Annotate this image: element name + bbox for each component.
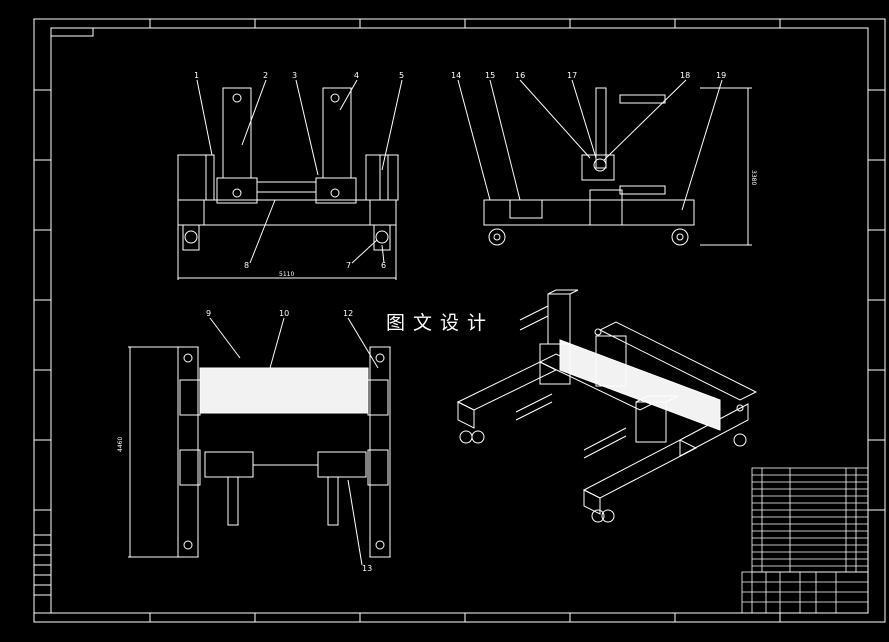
callout-18: 18 [680, 71, 690, 80]
callout-6: 6 [381, 261, 386, 270]
front-view [177, 79, 403, 280]
title-block [741, 467, 869, 614]
front-view-callouts: 1 2 3 4 5 8 7 6 5110 [194, 71, 404, 278]
side-view [457, 79, 752, 246]
side-view-callouts: 14 15 16 17 18 19 3380 [451, 71, 757, 185]
callout-7: 7 [346, 261, 351, 270]
callout-8: 8 [244, 261, 249, 270]
callout-12: 12 [343, 309, 353, 318]
callout-16: 16 [515, 71, 525, 80]
callout-5: 5 [399, 71, 404, 80]
callout-19: 19 [716, 71, 726, 80]
callout-17: 17 [567, 71, 577, 80]
callout-10: 10 [279, 309, 289, 318]
callout-1: 1 [194, 71, 199, 80]
dimension-top-length: 4460 [117, 437, 124, 452]
callout-14: 14 [451, 71, 461, 80]
watermark-text: 图文设计 [386, 312, 494, 334]
callout-3: 3 [292, 71, 297, 80]
dimension-side-height: 3380 [750, 170, 757, 185]
drawing-border [33, 18, 886, 623]
callout-15: 15 [485, 71, 495, 80]
top-view [128, 317, 391, 566]
isometric-view [456, 289, 758, 523]
callout-9: 9 [206, 309, 211, 318]
callout-4: 4 [354, 71, 359, 80]
dimension-front-width: 5110 [279, 271, 294, 278]
top-view-callouts: 9 10 12 13 4460 [117, 309, 372, 573]
callout-2: 2 [263, 71, 268, 80]
callout-13: 13 [362, 564, 372, 573]
